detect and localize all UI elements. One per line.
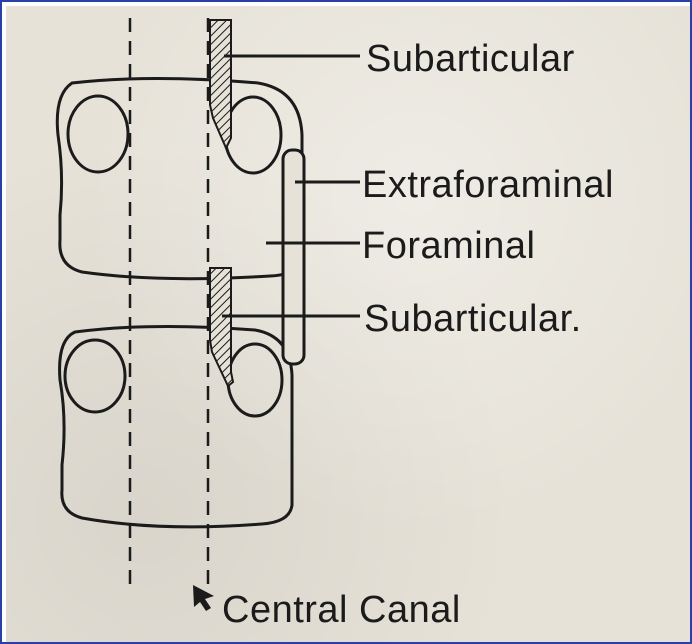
label-foraminal: Foraminal <box>362 225 535 267</box>
central-canal-arrow <box>193 585 214 611</box>
label-extraforaminal: Extraforaminal <box>362 164 614 206</box>
upper-vertebral-body <box>55 77 304 281</box>
pedicle-upper-left <box>66 94 130 174</box>
label-subarticular-bottom: Subarticular. <box>364 298 582 340</box>
pedicle-upper-right <box>223 95 283 175</box>
foraminal-zone <box>281 148 306 366</box>
lower-vertebral-body <box>58 324 294 529</box>
label-subarticular-top: Subarticular <box>366 38 575 80</box>
paper-background <box>6 6 690 642</box>
subarticular-zone-upper <box>209 19 232 151</box>
label-central-canal: Central Canal <box>222 589 461 631</box>
pedicle-lower-right <box>226 342 284 418</box>
subarticular-zone-lower <box>209 267 235 388</box>
pedicle-lower-left <box>63 338 127 414</box>
